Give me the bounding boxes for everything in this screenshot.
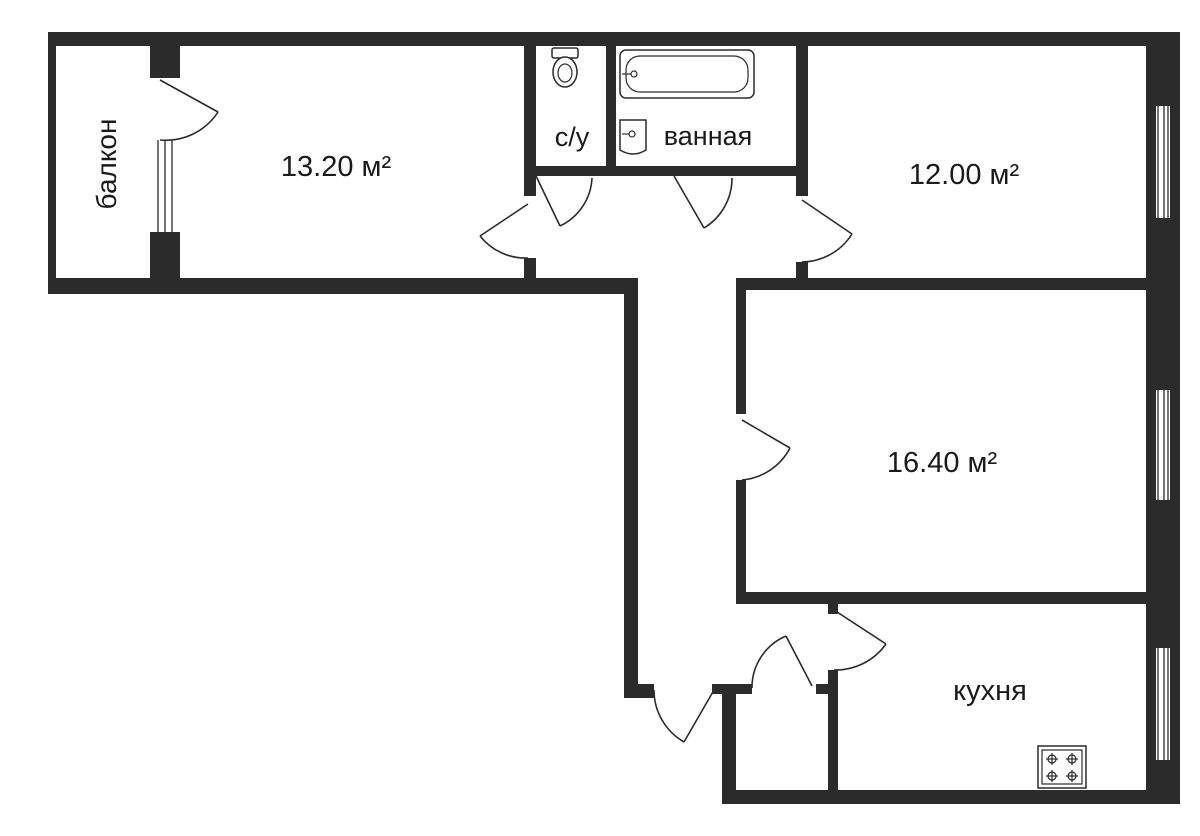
bathtub-icon — [619, 49, 755, 99]
kitchen-label: кухня — [953, 675, 1027, 707]
stove-icon — [1037, 745, 1087, 789]
doors — [159, 79, 887, 743]
wall-room-left-toilet — [524, 46, 536, 196]
wall-kitchen-left-top — [828, 604, 838, 614]
outer-wall-left — [48, 32, 56, 294]
outer-wall-bottom — [722, 790, 1180, 804]
windows — [49, 46, 1170, 760]
door-room-left — [479, 203, 529, 259]
corridor-wall-bottom-b — [712, 684, 752, 694]
door-toilet — [535, 175, 593, 227]
door-kitchen — [833, 609, 887, 671]
outer-wall-top — [48, 32, 1180, 46]
balcony-wall-lower — [150, 232, 180, 280]
wall-room-16-left-upper — [736, 278, 746, 414]
window-room-16 — [1156, 390, 1170, 500]
balcony-label: балкон — [91, 119, 122, 210]
room-top-right-area-label: 12.00 м² — [909, 159, 1020, 191]
door-entrance — [653, 689, 715, 743]
outer-right-pier-4 — [1146, 760, 1180, 804]
corridor-wall-left — [624, 278, 638, 698]
room-middle-right-area-label: 16.40 м² — [887, 447, 998, 479]
outer-right-pier-1 — [1146, 46, 1180, 106]
wall-room-16-left-lower — [736, 480, 746, 604]
bathroom-label: ванная — [664, 121, 753, 151]
wall-room-12-room-16 — [736, 278, 1146, 290]
wall-top-block-bottom — [48, 278, 638, 294]
door-balcony — [159, 79, 219, 142]
room-left-area-label: 13.20 м² — [281, 151, 392, 183]
door-room-middle-right — [741, 419, 791, 481]
window-balcony-outer — [49, 46, 54, 278]
walls — [48, 32, 1180, 804]
wall-room-left-toilet-lower — [524, 258, 536, 280]
fixtures — [551, 47, 1087, 789]
toilet-label: с/у — [555, 122, 590, 152]
wall-toilet-bath — [606, 46, 616, 174]
sink-icon — [619, 119, 647, 155]
window-room-12 — [1156, 106, 1170, 218]
door-room-top-right — [801, 199, 853, 263]
wall-room-16-kitchen — [736, 592, 1146, 604]
outer-right-pier-3 — [1146, 500, 1180, 648]
wall-bottom-left — [722, 686, 736, 804]
window-balcony-inner — [154, 140, 176, 232]
wall-wet-rooms-bottom — [536, 166, 796, 176]
outer-right-pier-2 — [1146, 218, 1180, 390]
labels: 13.20 м² 12.00 м² 16.40 м² кухня с/у ван… — [91, 119, 1027, 707]
door-storage — [751, 635, 813, 689]
corridor-wall-bottom-c — [816, 684, 838, 694]
wall-kitchen-left — [828, 670, 838, 804]
window-kitchen — [1156, 648, 1170, 760]
door-bathroom — [673, 175, 733, 229]
balcony-wall-upper — [150, 46, 180, 78]
wall-bath-room-right — [796, 46, 808, 196]
toilet-icon — [551, 47, 579, 88]
corridor-wall-bottom-a — [624, 684, 654, 698]
